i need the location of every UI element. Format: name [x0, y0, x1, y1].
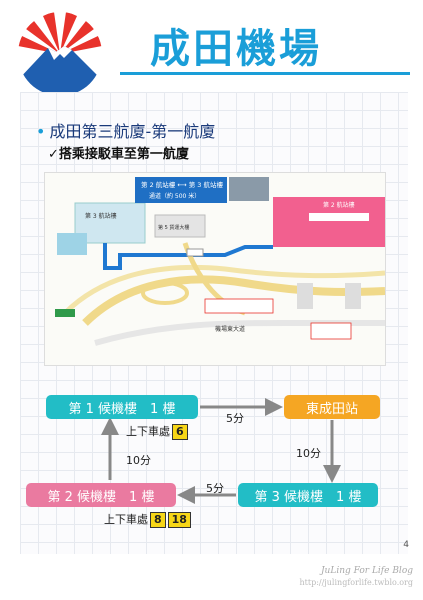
flow-arrows [101, 398, 341, 504]
parking-p2b [345, 283, 361, 309]
stop-label-2: 上下車處 [104, 513, 148, 526]
stop-terminal1: 第 1 候機樓 1 樓 [46, 395, 198, 419]
walkway-path [103, 243, 273, 270]
cargo-label: 第 5 貨運大樓 [158, 224, 189, 231]
stop-number-badge: 8 [150, 512, 166, 528]
watermark-url: http://julingforlife.twblo.org [299, 578, 414, 587]
note-box [204, 298, 274, 314]
stop-terminal2: 第 2 候機樓 1 樓 [26, 483, 176, 507]
watermark-title: JuLing For Life Blog [320, 566, 413, 576]
bullet-dot-icon: • [36, 122, 46, 141]
terminal2-sign [309, 213, 369, 221]
note-box-2 [310, 322, 352, 340]
terminal2-building [273, 197, 385, 247]
parking-p2a [297, 283, 313, 309]
walkway-photo [229, 177, 269, 201]
road-loop [141, 281, 189, 305]
stop-label-1: 上下車處 [126, 425, 170, 438]
stop-number-badge: 18 [167, 512, 191, 528]
page-number: 4 [403, 540, 409, 550]
nna-sign [186, 248, 204, 257]
terminal3-label: 第 3 航站樓 [85, 212, 117, 220]
page-title: 成田機場 [150, 26, 322, 72]
subpoint-text: ✓搭乘接駁車至第一航廈 [48, 147, 189, 162]
callout-title: 第 2 航站樓 ⟷ 第 3 航站樓 [141, 180, 223, 189]
duration-t2-t1: 10分 [126, 454, 151, 467]
duration-higashi-t3: 10分 [296, 447, 321, 460]
terminal2-label: 第 2 航站樓 [323, 201, 355, 209]
road-lower [94, 320, 385, 346]
bullet-text: 成田第三航廈-第一航廈 [49, 122, 216, 141]
road-upper [63, 264, 385, 315]
duration-t3-t2: 5分 [206, 482, 224, 495]
title-underline [120, 72, 410, 75]
bullet-heading: •成田第三航廈-第一航廈 [36, 118, 215, 142]
green-sign [55, 309, 75, 317]
road-main [82, 275, 385, 326]
terminal-route-map: 第 3 航站樓 第 5 貨運大樓 第 2 航站樓 第 2 航站樓 ⟷ 第 3 航… [44, 172, 386, 366]
stop-higashi-narita: 東成田站 [284, 395, 380, 419]
callout-box [135, 177, 227, 203]
road-label: 機場東大道 [215, 325, 245, 333]
cargo-building [154, 214, 206, 238]
callout-subtitle: 通道（約 500 米） [149, 192, 200, 200]
stop-number-badge: 6 [172, 424, 188, 440]
stop-terminal3: 第 3 候機樓 1 樓 [238, 483, 378, 507]
terminal3-annex [57, 233, 87, 255]
mount-fuji-sunburst-logo [18, 12, 102, 96]
duration-t1-higashi: 5分 [226, 412, 244, 425]
